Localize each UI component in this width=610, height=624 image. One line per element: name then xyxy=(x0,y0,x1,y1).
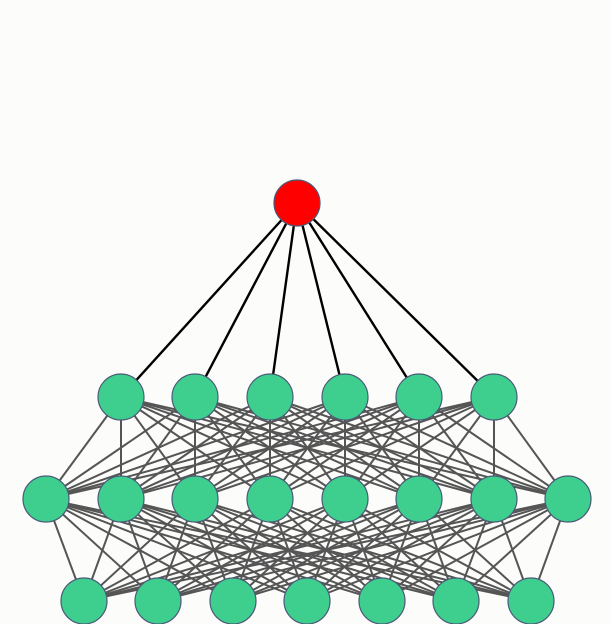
hidden-edge xyxy=(45,498,383,602)
hidden-edge xyxy=(269,396,569,500)
hidden-1-node-1 xyxy=(97,373,145,421)
hidden-2-node-4 xyxy=(246,475,294,523)
input-node-2 xyxy=(134,577,182,624)
output-edge xyxy=(296,202,495,398)
hidden-edge xyxy=(120,396,346,500)
hidden-1-node-6 xyxy=(470,373,518,421)
hidden-edge xyxy=(344,498,532,602)
network-nodes xyxy=(22,179,592,624)
input-node-5 xyxy=(358,577,406,624)
input-node-7 xyxy=(507,577,555,624)
hidden-edge xyxy=(45,498,234,602)
hidden-edge xyxy=(418,498,532,602)
output-edge xyxy=(295,202,347,398)
hidden-edge xyxy=(344,396,569,500)
hidden-2-node-3 xyxy=(171,475,219,523)
output-node-1 xyxy=(273,179,321,227)
input-node-1 xyxy=(60,577,108,624)
hidden-edge xyxy=(45,498,308,602)
hidden-1-node-5 xyxy=(395,373,443,421)
hidden-1-node-4 xyxy=(321,373,369,421)
hidden-edge xyxy=(269,498,532,602)
hidden-edge xyxy=(120,396,420,500)
hidden-edge xyxy=(120,396,271,500)
output-edge xyxy=(120,202,298,398)
output-edge xyxy=(268,202,299,398)
hidden-edge xyxy=(418,396,569,500)
input-node-6 xyxy=(432,577,480,624)
input-node-3 xyxy=(209,577,257,624)
hidden-edge xyxy=(194,396,569,500)
hidden-2-node-5 xyxy=(321,475,369,523)
hidden-2-node-6 xyxy=(395,475,443,523)
hidden-2-node-7 xyxy=(470,475,518,523)
hidden-2-node-8 xyxy=(544,475,592,523)
input-node-4 xyxy=(283,577,331,624)
output-edge xyxy=(295,202,421,398)
hidden-edge xyxy=(194,498,532,602)
hidden-1-node-3 xyxy=(246,373,294,421)
hidden-2-node-1 xyxy=(22,475,70,523)
output-edge xyxy=(193,202,299,398)
hidden-2-node-2 xyxy=(97,475,145,523)
hidden-1-node-2 xyxy=(171,373,219,421)
hidden-edge xyxy=(45,498,159,602)
